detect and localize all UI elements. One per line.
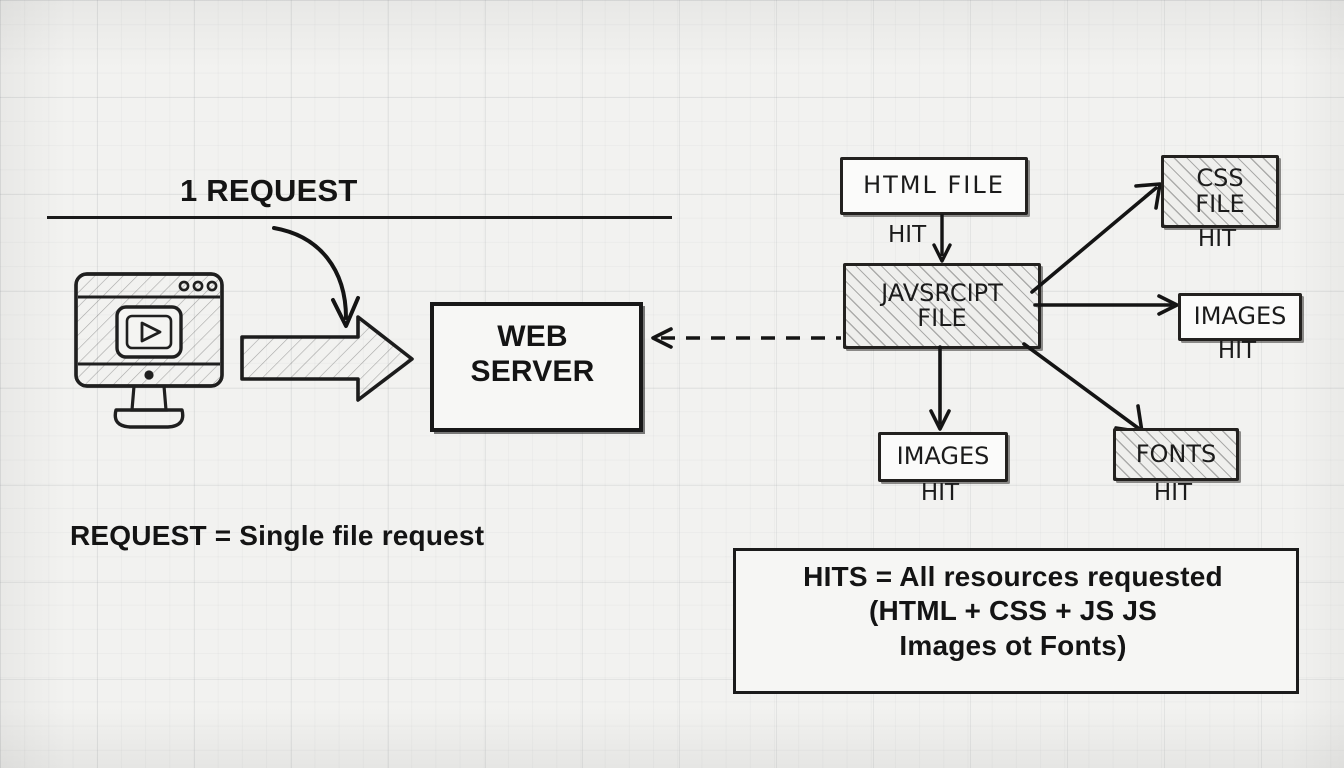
resource-box-fonts: FONTS [1113, 428, 1239, 481]
hits-legend-line-1: HITS = All resources requested [803, 561, 1223, 592]
resource-label-fonts: FONTS [1135, 439, 1217, 468]
request-caption: REQUEST = Single file request [70, 520, 485, 551]
hits-legend-line-2: (HTML + CSS + JS JS [868, 595, 1158, 627]
hits-legend-box [733, 548, 1299, 694]
arrow-javascript-to-images-bottom [929, 345, 951, 431]
request-heading: 1 REQUEST [180, 173, 358, 208]
curved-arrow-down-icon [272, 226, 360, 328]
arrow-html-to-javascript [932, 214, 952, 263]
resource-label-javascript-line-2: FILE [917, 304, 967, 332]
resource-label-css-line-2: FILE [1195, 189, 1245, 218]
arrow-javascript-to-css [1030, 182, 1162, 294]
resource-label-javascript-line-1: JAVSRCIPT [881, 278, 1003, 307]
hit-label-css: HIT [1197, 226, 1237, 252]
hit-label-images-right: HIT [1217, 338, 1257, 364]
resource-box-html-file: HTML FILE [840, 157, 1028, 215]
resource-label-images-bottom: IMAGES [896, 442, 990, 471]
hit-label-html-to-js: HIT [888, 222, 927, 248]
resource-label-css-line-1: CSS [1196, 164, 1244, 193]
hit-label-fonts: HIT [1153, 480, 1193, 506]
heading-underline-divider [47, 216, 672, 219]
hit-label-images-bottom: HIT [920, 480, 960, 506]
resource-box-css-file: CSS FILE [1161, 155, 1279, 228]
web-server-line-1: WEB [497, 320, 568, 353]
request-flow-arrow-icon [240, 315, 414, 402]
web-server-line-2: SERVER [470, 354, 595, 388]
browser-window-with-video-play-icon [74, 272, 224, 429]
resource-box-javascript-file: JAVSRCIPT FILE [843, 263, 1041, 349]
web-server-box [430, 302, 643, 432]
dashed-response-arrow [651, 327, 841, 349]
resource-label-images-right: IMAGES [1193, 302, 1287, 331]
hits-legend-text: HITS = All resources requested (HTML + C… [733, 560, 1293, 663]
resource-label-html-file: HTML FILE [863, 171, 1005, 200]
web-server-label: WEB SERVER [430, 320, 635, 390]
resource-box-images-right: IMAGES [1178, 293, 1302, 341]
resource-box-images-bottom: IMAGES [878, 432, 1008, 482]
arrow-javascript-to-images-right [1033, 294, 1179, 316]
hits-legend-line-3: Images ot Fonts) [899, 629, 1127, 661]
